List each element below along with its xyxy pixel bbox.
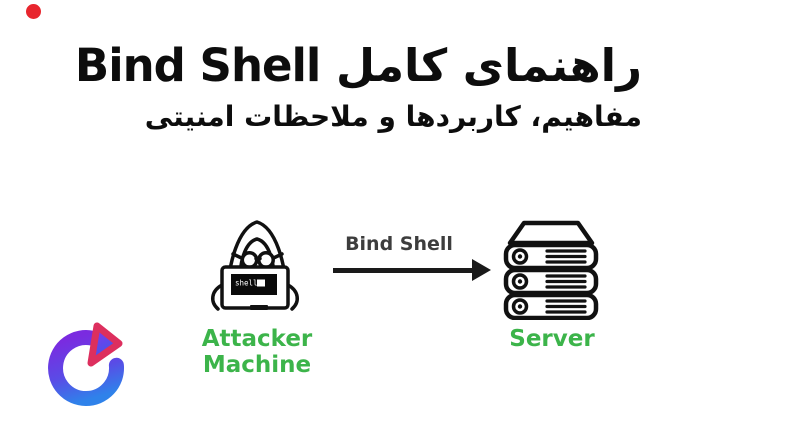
- arrow-line: [333, 268, 474, 273]
- logo-ring: [48, 330, 124, 407]
- play-icon: [87, 322, 123, 367]
- page-subtitle: مفاهیم، کاربردها و ملاحظات امنیتی: [144, 99, 643, 133]
- connection-label: Bind Shell: [345, 233, 453, 255]
- play-ring-logo-icon: [48, 322, 124, 407]
- page-title: راهنمای کامل Bind Shell: [74, 39, 643, 92]
- hacker-laptop-icon: shell: [211, 220, 299, 311]
- server-stack-icon: [503, 220, 599, 320]
- laptop-screen-text: shell: [235, 279, 258, 288]
- laptop-screen: [231, 274, 277, 295]
- arrow-head-icon: [472, 259, 491, 281]
- attacker-machine-label: Attacker Machine: [201, 326, 313, 378]
- header: راهنمای کامل Bind Shell مفاهیم، کاربردها…: [74, 39, 643, 133]
- terminal-cursor: [257, 279, 265, 287]
- server-label: Server: [509, 326, 595, 352]
- record-dot-icon: [26, 4, 41, 19]
